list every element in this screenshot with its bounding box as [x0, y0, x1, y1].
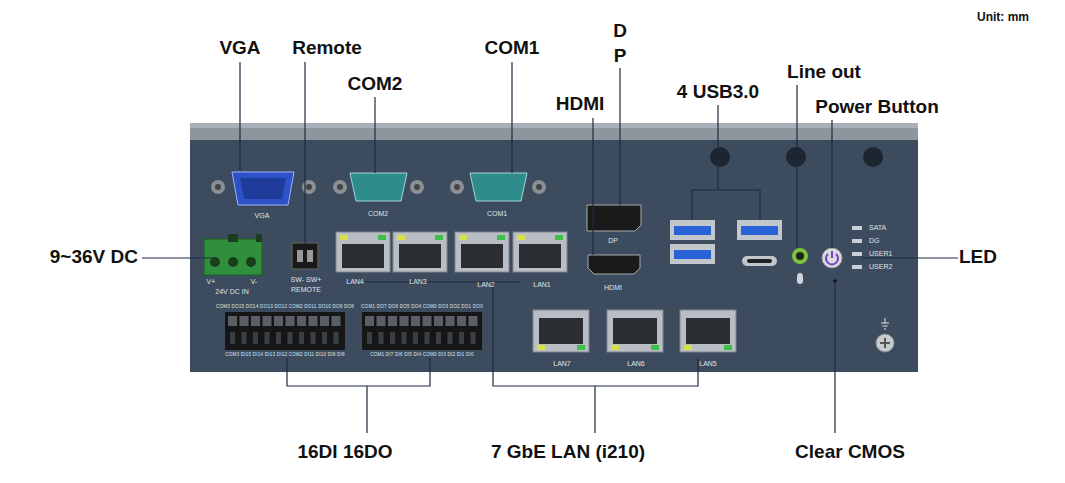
port-label: LAN5: [699, 360, 717, 368]
port-label: LAN3: [409, 278, 427, 286]
port-label: LAN2: [477, 281, 495, 289]
pin-label: COM1 DO7 DO6 DO5 DO4 COM0 DO3 DO2 DO1 DO…: [361, 304, 483, 309]
callout-label: HDMI: [556, 93, 605, 115]
led-label: DG: [869, 237, 880, 245]
callout-label: Line out: [787, 61, 861, 83]
callout-label: 9~36V DC: [50, 246, 138, 268]
callout-label: VGA: [219, 37, 260, 59]
pin-label: COM3 DO15 DO14 DO13 DO12 COM2 DO11 DO10 …: [216, 304, 354, 309]
callout-label: Clear CMOS: [795, 441, 905, 463]
callout-label: COM1: [485, 37, 540, 59]
callout-label: 4 USB3.0: [677, 81, 759, 103]
chassis-top: [190, 123, 918, 141]
port-label: VGA: [255, 212, 270, 220]
port-label: LAN7: [553, 360, 571, 368]
led-label: USER1: [869, 250, 892, 258]
callout-label: LED: [959, 246, 997, 268]
pin-label: COM1 DI7 DI6 DI5 DI4 COM0 DI3 DI2 DI1 DI…: [370, 352, 473, 357]
front-panel: [190, 140, 918, 372]
terminal-label: 24V DC IN: [215, 288, 248, 296]
terminal-label: V+: [207, 278, 216, 286]
callout-label: 16DI 16DO: [297, 441, 392, 463]
terminal-label: SW- SW+: [291, 276, 322, 284]
terminal-label: V-: [251, 278, 258, 286]
leader-lines: [142, 62, 958, 433]
port-logo: DP: [608, 237, 618, 245]
callout-label: D P: [612, 18, 628, 68]
callout-label: Remote: [292, 37, 362, 59]
callout-label: Power Button: [815, 96, 939, 118]
port-label: LAN1: [533, 281, 551, 289]
unit-note: Unit: mm: [977, 11, 1029, 25]
pin-label: COM3 DI15 DI14 DI13 DI12 COM2 DI11 DI10 …: [225, 352, 345, 357]
port-label: COM1: [487, 210, 507, 218]
port-label: LAN4: [346, 278, 364, 286]
callout-label: COM2: [348, 73, 403, 95]
port-label: LAN6: [627, 360, 645, 368]
led-label: USER2: [869, 263, 892, 271]
port-logo: HDMI: [604, 284, 622, 292]
callout-label: 7 GbE LAN (i210): [491, 441, 645, 463]
led-label: SATA: [869, 224, 886, 232]
port-label: COM2: [368, 210, 388, 218]
terminal-label: REMOTE: [291, 286, 321, 294]
